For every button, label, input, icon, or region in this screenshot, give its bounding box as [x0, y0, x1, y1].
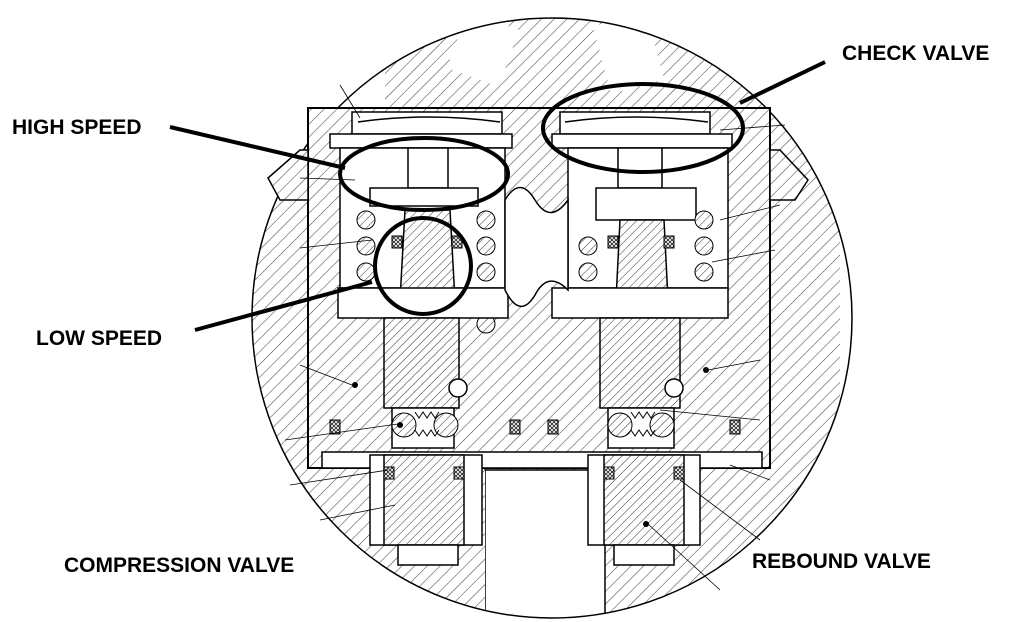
check-valve-callout — [541, 82, 745, 174]
low-speed-callout — [373, 216, 473, 316]
label-compression-valve: COMPRESSION VALVE — [64, 554, 294, 577]
right-valve-assembly — [547, 111, 741, 566]
high-speed-callout — [338, 136, 510, 212]
callout-ellipses — [338, 82, 745, 316]
label-check-valve: CHECK VALVE — [842, 42, 989, 65]
left-valve-assembly — [329, 111, 521, 566]
flow-passage — [504, 186, 569, 307]
left-spring-coils — [356, 210, 496, 334]
label-rebound-valve: REBOUND VALVE — [752, 550, 931, 573]
label-high-speed: HIGH SPEED — [12, 116, 142, 139]
label-low-speed: LOW SPEED — [36, 327, 162, 350]
housing-outline — [251, 17, 853, 619]
callout-pointers — [169, 60, 826, 332]
leader-lines — [284, 84, 786, 591]
